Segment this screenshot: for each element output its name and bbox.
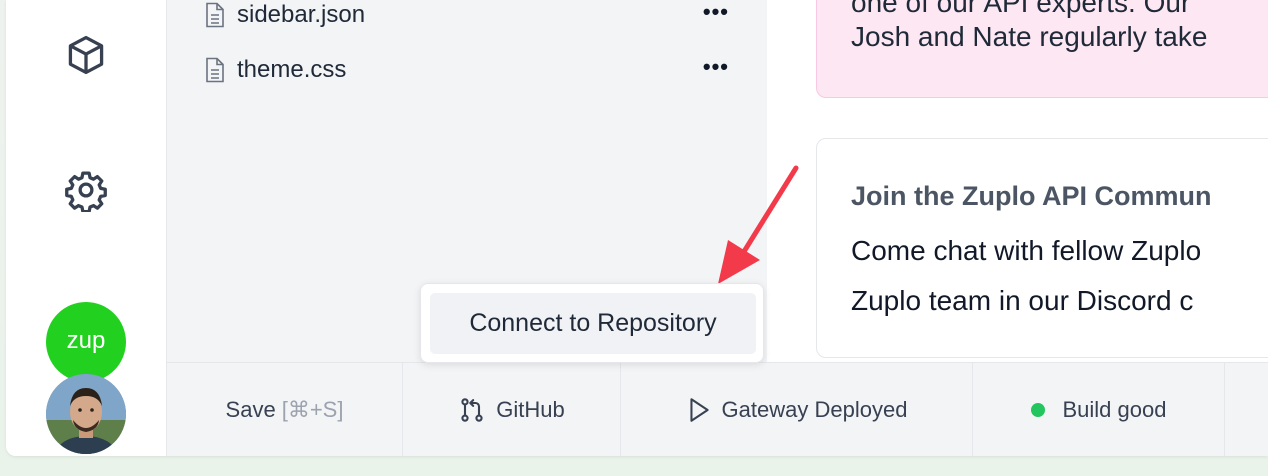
- file-name: sidebar.json: [237, 1, 366, 28]
- play-icon: [686, 396, 712, 424]
- more-options-icon[interactable]: •••: [702, 0, 729, 24]
- community-card-title: Join the Zuplo API Commun: [851, 181, 1212, 211]
- file-icon: [203, 57, 227, 83]
- save-button[interactable]: Save [⌘+S]: [167, 363, 403, 456]
- save-label: Save: [225, 397, 276, 422]
- community-card[interactable]: Join the Zuplo API Commun Come chat with…: [816, 138, 1268, 358]
- github-button[interactable]: GitHub: [403, 363, 621, 456]
- community-card-text: Zuplo team in our Discord c: [851, 285, 1194, 316]
- expert-card-text: Josh and Nate regularly take: [851, 21, 1208, 52]
- connect-repository-button[interactable]: Connect to Repository: [430, 293, 756, 354]
- git-pull-request-icon: [458, 396, 486, 424]
- file-row-theme-css[interactable]: theme.css •••: [203, 50, 743, 90]
- build-status-button[interactable]: Build good: [973, 363, 1225, 456]
- cube-icon[interactable]: [64, 33, 108, 77]
- workspace-badge[interactable]: zup: [46, 302, 126, 382]
- expert-card: one of our API experts. Our Josh and Nat…: [816, 0, 1268, 98]
- gateway-deployed-button[interactable]: Gateway Deployed: [621, 363, 973, 456]
- build-status-dot: [1030, 403, 1045, 417]
- workspace-badge-label: zup: [66, 327, 106, 354]
- more-options-icon[interactable]: •••: [702, 54, 729, 79]
- file-icon: [203, 2, 227, 28]
- file-row-sidebar-json[interactable]: sidebar.json •••: [203, 0, 743, 35]
- file-name: theme.css: [237, 56, 347, 83]
- expert-card-text: one of our API experts. Our: [851, 0, 1191, 18]
- connect-repository-popover: Connect to Repository: [420, 283, 764, 363]
- annotation-arrow-icon: [718, 165, 799, 284]
- left-rail: zup: [6, 0, 167, 456]
- app-window: zup sidebar.jso: [6, 0, 1268, 456]
- github-label: GitHub: [496, 397, 565, 422]
- save-shortcut: [⌘+S]: [281, 397, 344, 422]
- gateway-label: Gateway Deployed: [721, 397, 908, 422]
- status-bar: Save [⌘+S] GitHub Gateway Deployed Build…: [167, 362, 1268, 456]
- content-area: one of our API experts. Our Josh and Nat…: [768, 0, 1268, 362]
- build-label: Build good: [1062, 397, 1167, 422]
- gear-icon[interactable]: [64, 168, 108, 212]
- user-avatar[interactable]: [46, 374, 126, 454]
- community-card-text: Come chat with fellow Zuplo: [851, 235, 1202, 266]
